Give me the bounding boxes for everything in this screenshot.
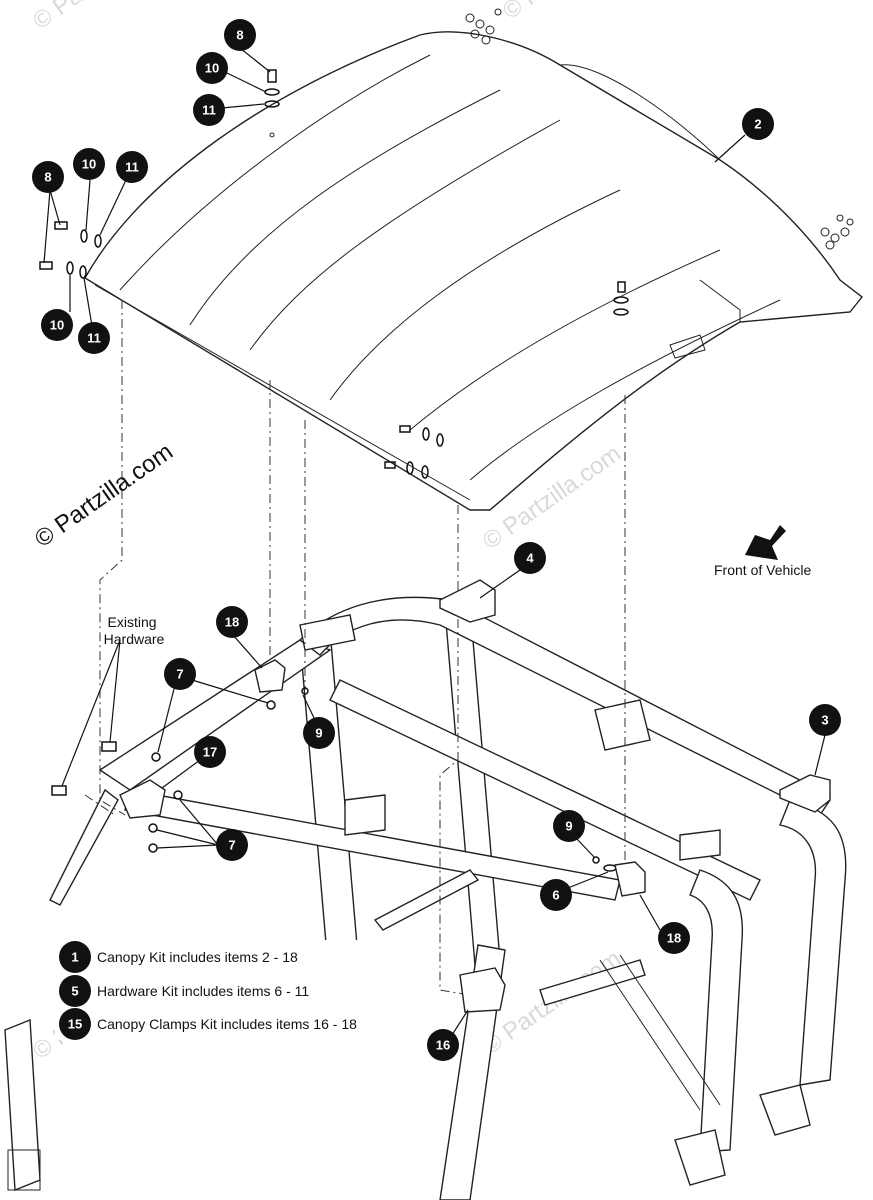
svg-text:1: 1 <box>71 950 78 965</box>
svg-text:5: 5 <box>71 984 78 999</box>
callout-8-top: 8 <box>224 19 256 51</box>
callout-17: 17 <box>194 736 226 768</box>
watermark-main: © Partzilla.com <box>30 438 178 553</box>
svg-text:18: 18 <box>667 931 681 946</box>
svg-text:10: 10 <box>205 61 219 76</box>
callout-10-lower: 10 <box>41 309 73 341</box>
svg-text:15: 15 <box>68 1017 82 1032</box>
legend-item-3-text: Canopy Clamps Kit includes items 16 - 18 <box>97 1016 357 1032</box>
alignment-lines <box>84 300 626 996</box>
callout-18-upper: 18 <box>216 606 248 638</box>
front-of-vehicle-label: Front of Vehicle <box>714 562 811 578</box>
svg-text:10: 10 <box>50 318 64 333</box>
svg-text:10: 10 <box>82 157 96 172</box>
callout-4: 4 <box>514 542 546 574</box>
svg-text:11: 11 <box>202 103 216 118</box>
svg-text:16: 16 <box>436 1038 450 1053</box>
callout-7-upper: 7 <box>164 658 196 690</box>
clamp-18-lower <box>614 861 646 897</box>
legend-item-1: 1 Canopy Kit includes items 2 - 18 <box>59 941 298 973</box>
callout-6: 6 <box>540 879 572 911</box>
callout-10-top: 10 <box>196 52 228 84</box>
kit-legend: 1 Canopy Kit includes items 2 - 18 5 Har… <box>55 940 385 1040</box>
watermark-top-left: © Partzilla.com <box>28 0 176 35</box>
callout-2: 2 <box>742 108 774 140</box>
canopy-roof <box>84 31 863 511</box>
existing-hardware-label: Existing Hardware <box>104 614 165 647</box>
svg-text:9: 9 <box>315 726 322 741</box>
svg-text:2: 2 <box>754 117 761 132</box>
svg-text:11: 11 <box>125 160 139 175</box>
callout-7-lower: 7 <box>216 829 248 861</box>
existing-hardware-line1: Existing <box>108 614 157 630</box>
existing-hardware-line2: Hardware <box>104 631 165 647</box>
bracket-3 <box>779 774 831 813</box>
callout-16: 16 <box>427 1029 459 1061</box>
roll-cage-frame <box>4 596 847 1200</box>
legend-item-2: 5 Hardware Kit includes items 6 - 11 <box>59 975 309 1007</box>
callout-10-left: 10 <box>73 148 105 180</box>
front-arrow-icon <box>745 525 786 560</box>
legend-item-2-text: Hardware Kit includes items 6 - 11 <box>97 983 309 999</box>
callout-9-upper: 9 <box>303 717 335 749</box>
legend-item-1-text: Canopy Kit includes items 2 - 18 <box>97 949 298 965</box>
bracket-4 <box>439 579 496 623</box>
brackets <box>119 579 831 1013</box>
callout-11-top: 11 <box>193 94 225 126</box>
callout-8-left: 8 <box>32 161 64 193</box>
callout-9-lower: 9 <box>553 810 585 842</box>
svg-text:7: 7 <box>228 838 235 853</box>
svg-text:11: 11 <box>87 331 101 346</box>
hardware <box>39 8 854 872</box>
svg-text:6: 6 <box>552 888 559 903</box>
callout-11-lower: 11 <box>78 322 110 354</box>
clamp-18-upper <box>254 659 286 693</box>
callout-11-left: 11 <box>116 151 148 183</box>
clamp-17 <box>119 779 166 819</box>
callout-3: 3 <box>809 704 841 736</box>
svg-text:7: 7 <box>176 667 183 682</box>
legend-item-3: 15 Canopy Clamps Kit includes items 16 -… <box>59 1008 357 1040</box>
svg-text:4: 4 <box>526 551 534 566</box>
watermark-top: © Partzilla.com <box>498 0 646 25</box>
callouts: 8 10 11 8 10 11 10 11 2 4 3 18 7 9 17 7 … <box>32 19 841 1061</box>
svg-text:3: 3 <box>821 713 828 728</box>
svg-text:18: 18 <box>225 615 239 630</box>
svg-text:8: 8 <box>236 28 243 43</box>
callout-18-lower: 18 <box>658 922 690 954</box>
clamp-16 <box>459 967 506 1013</box>
svg-text:8: 8 <box>44 170 51 185</box>
svg-text:9: 9 <box>565 819 572 834</box>
svg-text:17: 17 <box>203 745 217 760</box>
leader-lines <box>43 47 826 1036</box>
